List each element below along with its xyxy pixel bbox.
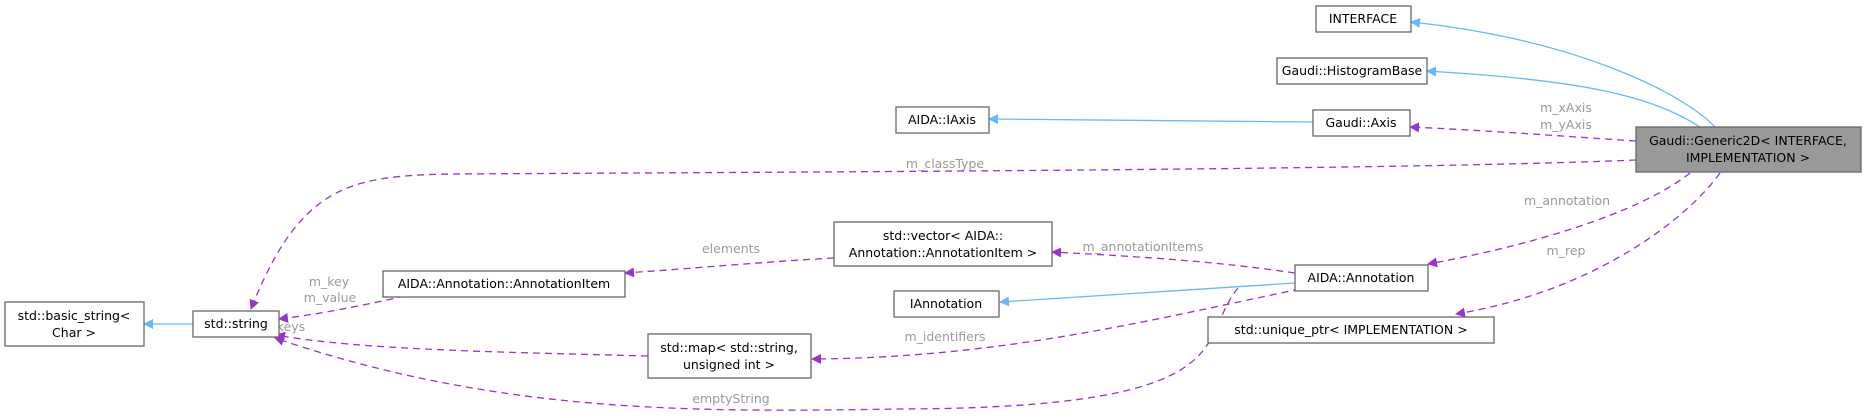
node-string-label: std::string: [204, 316, 268, 331]
edge-annotation-map: [811, 288, 1301, 364]
nodes: INTERFACE Gaudi::HistogramBase AIDA::IAx…: [4, 5, 1862, 379]
node-annotation[interactable]: AIDA::Annotation: [1294, 264, 1429, 292]
node-interface[interactable]: INTERFACE: [1315, 5, 1412, 33]
edge-label-m-identifiers: m_identifiers: [904, 329, 985, 344]
node-annotation-item[interactable]: AIDA::Annotation::AnnotationItem: [382, 270, 626, 298]
edge-label-keys: keys: [277, 319, 305, 334]
node-vector-label-line1: std::vector< AIDA::: [883, 228, 1003, 243]
node-iaxis[interactable]: AIDA::IAxis: [895, 106, 990, 134]
edge-label-m-yaxis: m_yAxis: [1540, 117, 1592, 132]
node-generic2d-label-line2: IMPLEMENTATION >: [1686, 150, 1810, 165]
edge-axis-iaxis: [988, 114, 1314, 125]
edge-annotation-vector: [1051, 247, 1296, 274]
node-interface-label: INTERFACE: [1329, 11, 1397, 26]
edge-generic2d-histogrambase: [1426, 66, 1701, 128]
edge-label-m-classtype: m_classType: [906, 156, 984, 171]
node-generic2d-label-line1: Gaudi::Generic2D< INTERFACE,: [1649, 133, 1847, 148]
node-string[interactable]: std::string: [192, 310, 280, 338]
node-annotation-label: AIDA::Annotation: [1308, 270, 1415, 285]
node-generic2d[interactable]: Gaudi::Generic2D< INTERFACE, IMPLEMENTAT…: [1635, 126, 1862, 173]
edge-annotation-iannotation: [999, 282, 1296, 307]
node-axis[interactable]: Gaudi::Axis: [1312, 109, 1411, 137]
edge-label-elements: elements: [702, 241, 760, 256]
node-iannotation-label: IAnnotation: [910, 296, 982, 311]
edge-generic2d-string: [249, 159, 1637, 310]
node-map-label-line2: unsigned int >: [683, 357, 775, 372]
node-axis-label: Gaudi::Axis: [1325, 115, 1396, 130]
edge-label-m-value: m_value: [304, 290, 357, 305]
edge-generic2d-interface: [1410, 17, 1716, 128]
node-basic-string-label-line2: Char >: [52, 325, 96, 340]
node-iannotation[interactable]: IAnnotation: [893, 290, 1000, 318]
node-map[interactable]: std::map< std::string, unsigned int >: [647, 333, 812, 379]
edge-map-string: [275, 331, 649, 357]
edge-vector-annotationitem: [624, 257, 835, 278]
edge-generic2d-annotation: [1427, 172, 1691, 268]
edge-labels: m_xAxis m_yAxis m_classType m_annotation…: [277, 100, 1610, 406]
node-annotation-item-label: AIDA::Annotation::AnnotationItem: [398, 276, 610, 291]
edge-label-emptystring: emptyString: [692, 391, 769, 406]
node-basic-string-label-line1: std::basic_string<: [18, 308, 131, 323]
edge-generic2d-axis: [1409, 122, 1637, 142]
node-unique-ptr-label: std::unique_ptr< IMPLEMENTATION >: [1234, 322, 1467, 337]
node-vector-label-line2: Annotation::AnnotationItem >: [849, 245, 1037, 260]
node-histogram-base-label: Gaudi::HistogramBase: [1282, 63, 1423, 78]
edge-label-m-rep: m_rep: [1547, 243, 1586, 258]
node-basic-string[interactable]: std::basic_string< Char >: [4, 301, 145, 347]
node-iaxis-label: AIDA::IAxis: [908, 112, 976, 127]
node-unique-ptr[interactable]: std::unique_ptr< IMPLEMENTATION >: [1207, 316, 1495, 344]
edges: [143, 17, 1721, 411]
edge-label-m-annotationitems: m_annotationItems: [1082, 239, 1203, 254]
node-vector-annotation-items[interactable]: std::vector< AIDA:: Annotation::Annotati…: [833, 221, 1053, 267]
edge-label-m-xaxis: m_xAxis: [1540, 100, 1592, 115]
edge-label-m-annotation: m_annotation: [1524, 193, 1610, 208]
edge-label-m-key: m_key: [309, 274, 350, 289]
edge-annotationitem-string: [278, 295, 406, 323]
node-map-label-line1: std::map< std::string,: [660, 340, 798, 355]
node-histogram-base[interactable]: Gaudi::HistogramBase: [1276, 57, 1428, 85]
